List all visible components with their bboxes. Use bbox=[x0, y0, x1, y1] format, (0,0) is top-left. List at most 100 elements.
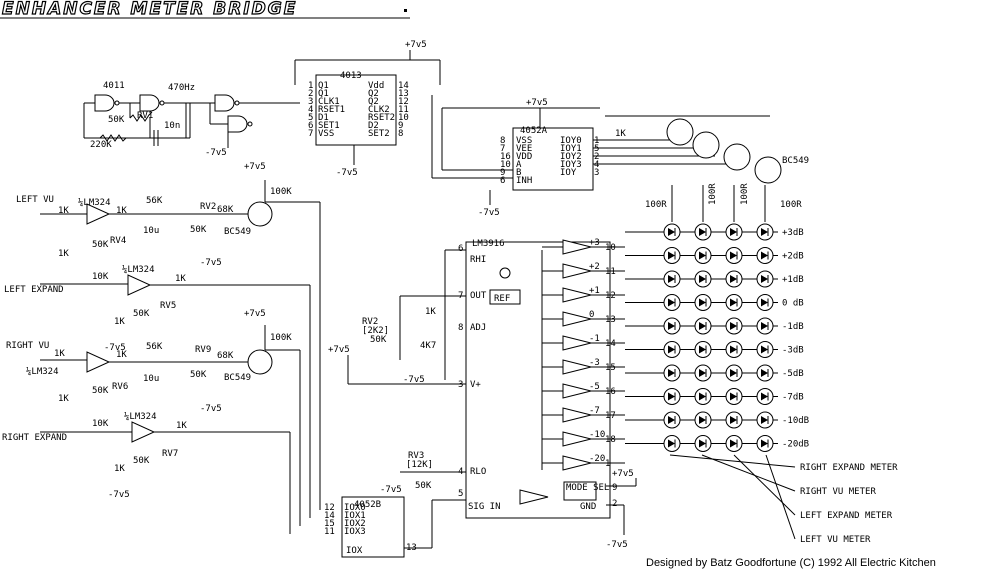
led-r4-c2 bbox=[725, 317, 743, 335]
comparator-pin-4: 14 bbox=[605, 339, 616, 349]
ic4013-right-num-2: 12 bbox=[398, 97, 409, 107]
svg-text:10u: 10u bbox=[143, 226, 159, 236]
svg-text:+7v5: +7v5 bbox=[244, 162, 266, 172]
svg-text:1K: 1K bbox=[116, 206, 127, 216]
ic4013-left-num-1: 2 bbox=[308, 89, 313, 99]
svg-text:1K: 1K bbox=[116, 350, 127, 360]
ic4013-left-pin-5: SET1 bbox=[318, 121, 340, 131]
svg-text:4013: 4013 bbox=[340, 71, 362, 81]
svg-text:50K: 50K bbox=[92, 240, 109, 250]
oscillator-section: 4011 470Hz 50K RV1 220K 10n -7v5 bbox=[83, 81, 300, 158]
svg-text:8: 8 bbox=[458, 323, 463, 333]
driver-transistors: 1K BC549 100R 100R 100R 100R bbox=[593, 115, 809, 210]
comparator-pin-7: 17 bbox=[605, 411, 616, 421]
ic4052b-pin-num-1: 14 bbox=[324, 511, 335, 521]
comparator-step-3: 0 bbox=[589, 310, 594, 320]
ic4052a-left-pin-3: A bbox=[516, 160, 522, 170]
led-r3-c3 bbox=[756, 294, 774, 311]
comparator-step-9: -20 bbox=[589, 454, 605, 464]
right-expand-channel: RIGHT EXPAND ¼LM324 10K 1K 50K RV7 1K -7… bbox=[2, 412, 291, 534]
led-r1-c1 bbox=[694, 247, 712, 264]
svg-text:+7v5: +7v5 bbox=[526, 98, 548, 108]
ic4013-right-num-5: 9 bbox=[398, 121, 403, 131]
comparator-pin-9: 1 bbox=[605, 459, 610, 469]
ic4013-left-num-2: 3 bbox=[308, 97, 313, 107]
led-r3-c2 bbox=[725, 294, 743, 311]
svg-text:1K: 1K bbox=[58, 206, 69, 216]
svg-text:1K: 1K bbox=[425, 307, 436, 317]
led-r2-c2 bbox=[725, 270, 743, 288]
led-r6-c0 bbox=[663, 364, 681, 382]
db-label-8: -10dB bbox=[782, 416, 809, 426]
svg-text:RV3: RV3 bbox=[408, 451, 424, 461]
led-r7-c3 bbox=[756, 388, 774, 405]
svg-text:1K: 1K bbox=[175, 274, 186, 284]
svg-text:RV4: RV4 bbox=[110, 236, 126, 246]
svg-text:1K: 1K bbox=[114, 464, 125, 474]
svg-text:RV2: RV2 bbox=[200, 202, 216, 212]
led-r8-c0 bbox=[663, 411, 681, 429]
comparator-step-7: -7 bbox=[589, 406, 600, 416]
comparator-step-8: -10 bbox=[589, 430, 605, 440]
svg-text:5: 5 bbox=[458, 489, 463, 499]
led-r3-c1 bbox=[694, 294, 712, 311]
ic4013-right-pin-4: RSET2 bbox=[368, 113, 395, 123]
led-r5-c0 bbox=[663, 341, 681, 358]
ic4052b-pin-num-0: 12 bbox=[324, 503, 335, 513]
ic4052a-left-num-5: 6 bbox=[500, 176, 505, 186]
comparator-pin-5: 15 bbox=[605, 363, 616, 373]
ic4052b-pin-1: IOX1 bbox=[344, 511, 366, 521]
svg-text:REF: REF bbox=[494, 294, 510, 304]
ic4013-left-num-6: 7 bbox=[308, 129, 313, 139]
ic-4052a: 4052A +7v5 -7v5 bbox=[431, 95, 600, 218]
reference-network: 1K 4K7 RV2 [2K2] 50K +7v5 -7v5 bbox=[328, 249, 466, 385]
svg-text:50K: 50K bbox=[108, 115, 125, 125]
svg-text:68K: 68K bbox=[217, 205, 234, 215]
ic4013-left-pin-0: Q1 bbox=[318, 81, 329, 91]
svg-text:ADJ: ADJ bbox=[470, 323, 486, 333]
ic4013-right-num-3: 11 bbox=[398, 105, 409, 115]
led-r2-c1 bbox=[694, 270, 712, 288]
led-r0-c2 bbox=[725, 223, 743, 241]
ic4052a-left-num-3: 10 bbox=[500, 160, 511, 170]
ic4013-right-pin-6: SET2 bbox=[368, 129, 390, 139]
svg-text:1K: 1K bbox=[114, 317, 125, 327]
svg-text:+7v5: +7v5 bbox=[328, 345, 350, 355]
svg-text:[12K]: [12K] bbox=[406, 460, 433, 470]
svg-text:220K: 220K bbox=[90, 140, 112, 150]
svg-text:¼LM324: ¼LM324 bbox=[78, 198, 111, 208]
led-r7-c1 bbox=[694, 388, 712, 405]
svg-text:-7v5: -7v5 bbox=[200, 404, 222, 414]
svg-text:-7v5: -7v5 bbox=[108, 490, 130, 500]
ic4013-right-num-0: 14 bbox=[398, 81, 409, 91]
ic4013-right-num-1: 13 bbox=[398, 89, 409, 99]
svg-text:100K: 100K bbox=[270, 187, 292, 197]
svg-text:BC549: BC549 bbox=[224, 227, 251, 237]
title-dot bbox=[404, 9, 407, 12]
led-r3-c0 bbox=[663, 294, 681, 311]
ic4052a-left-pin-1: VEE bbox=[516, 144, 532, 154]
comparator-step-1: +2 bbox=[589, 262, 600, 272]
led-r8-c3 bbox=[756, 411, 774, 429]
svg-text:LEFT VU: LEFT VU bbox=[16, 195, 54, 205]
svg-text:RV2: RV2 bbox=[362, 317, 378, 327]
ic4052a-left-pin-0: VSS bbox=[516, 136, 532, 146]
svg-text:RIGHT VU: RIGHT VU bbox=[6, 341, 49, 351]
svg-text:BC549: BC549 bbox=[224, 373, 251, 383]
svg-text:RV9: RV9 bbox=[195, 345, 211, 355]
svg-text:1K: 1K bbox=[54, 349, 65, 359]
svg-text:6: 6 bbox=[458, 244, 463, 254]
ic4052a-right-pin-3: IOY3 bbox=[560, 160, 582, 170]
svg-text:V+: V+ bbox=[470, 380, 481, 390]
led-r2-c3 bbox=[756, 270, 774, 288]
meter-label-3: LEFT VU METER bbox=[800, 535, 871, 545]
svg-text:1K: 1K bbox=[58, 394, 69, 404]
meter-labels: RIGHT EXPAND METER RIGHT VU METER LEFT E… bbox=[669, 454, 898, 545]
comparator-pin-1: 11 bbox=[605, 267, 616, 277]
ic4052a-right-pin-1: IOY1 bbox=[560, 144, 582, 154]
ic-lm3916: LM3916 6 RHI 7 OUT 8 ADJ 3 V+ 4 RLO 5 SI… bbox=[458, 239, 617, 519]
